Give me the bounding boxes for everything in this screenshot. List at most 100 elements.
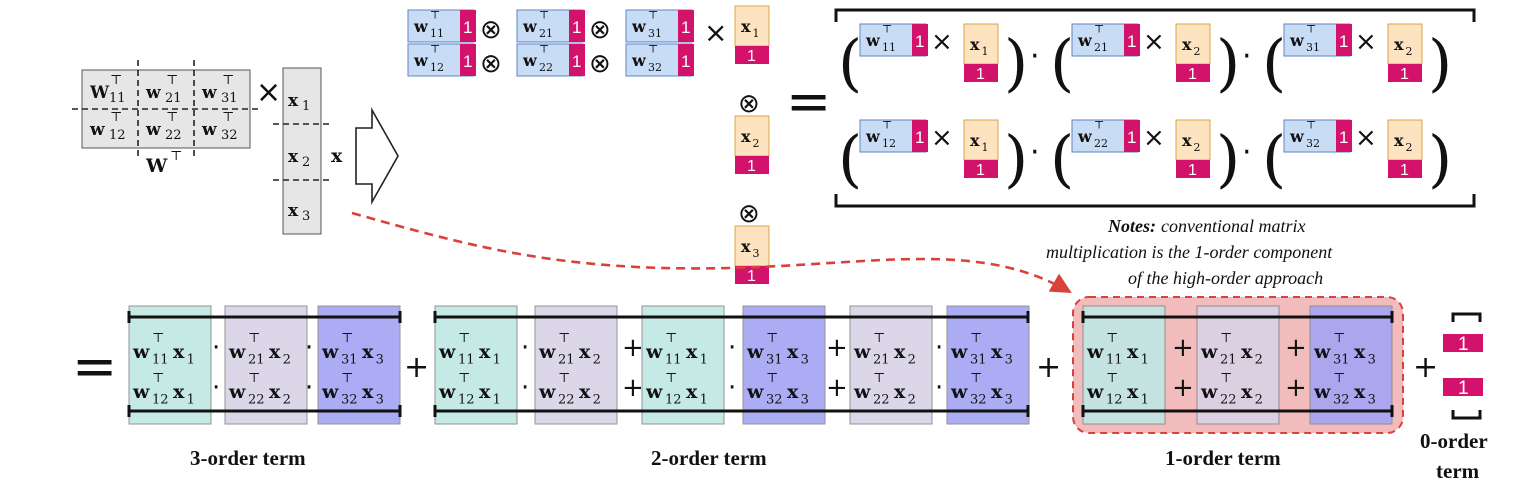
svg-text:x: x bbox=[686, 381, 698, 403]
zero-order-vector: 1 1 bbox=[1443, 312, 1483, 420]
svg-text:2: 2 bbox=[593, 393, 601, 408]
svg-text:11: 11 bbox=[665, 353, 682, 368]
plus-operator: + bbox=[1172, 373, 1194, 403]
svg-text:w: w bbox=[89, 120, 105, 140]
svg-text:1: 1 bbox=[463, 52, 472, 71]
svg-text:⊤: ⊤ bbox=[110, 73, 122, 88]
plus-operator: + bbox=[622, 373, 644, 403]
w31-symbol: w⊤31 bbox=[950, 331, 987, 368]
left-paren: ( bbox=[838, 26, 862, 99]
svg-text:⊤: ⊤ bbox=[1106, 331, 1118, 346]
svg-text:w: w bbox=[631, 51, 647, 70]
label-0-order-term: term bbox=[1436, 459, 1480, 483]
plus-operator: + bbox=[622, 333, 644, 363]
svg-text:⊤: ⊤ bbox=[1333, 371, 1345, 386]
label-1-order-term: 1-order term bbox=[1165, 446, 1281, 470]
svg-text:21: 21 bbox=[539, 27, 553, 40]
svg-text:⊤: ⊤ bbox=[1306, 22, 1316, 35]
notes-line3: of the high-order approach bbox=[1128, 268, 1323, 288]
w32-symbol: w⊤32 bbox=[950, 371, 987, 408]
svg-text:32: 32 bbox=[1306, 137, 1320, 150]
svg-text:w: w bbox=[1086, 381, 1104, 403]
svg-text:w: w bbox=[645, 341, 663, 363]
svg-text:x: x bbox=[1394, 35, 1404, 54]
w21-symbol: w⊤21 bbox=[538, 331, 575, 368]
svg-text:x: x bbox=[1241, 381, 1253, 403]
svg-text:12: 12 bbox=[152, 393, 169, 408]
svg-text:w: w bbox=[1086, 341, 1104, 363]
svg-text:22: 22 bbox=[1094, 137, 1108, 150]
svg-text:3: 3 bbox=[1005, 353, 1013, 368]
svg-text:w: w bbox=[1313, 341, 1331, 363]
svg-text:1: 1 bbox=[572, 18, 581, 37]
svg-text:w: w bbox=[438, 341, 456, 363]
svg-text:1: 1 bbox=[187, 353, 195, 368]
svg-text:x: x bbox=[579, 341, 591, 363]
notes-line1: Notes:conventional matrix bbox=[1107, 216, 1305, 236]
w31-symbol: w⊤31 bbox=[1289, 22, 1320, 53]
svg-text:⊤: ⊤ bbox=[248, 331, 260, 346]
svg-text:1: 1 bbox=[976, 66, 985, 83]
svg-text:⊤: ⊤ bbox=[1220, 331, 1232, 346]
svg-text:2: 2 bbox=[908, 353, 916, 368]
svg-text:⊤: ⊤ bbox=[1106, 371, 1118, 386]
svg-text:⊤: ⊤ bbox=[766, 371, 778, 386]
svg-text:x: x bbox=[362, 341, 374, 363]
svg-text:2: 2 bbox=[283, 393, 291, 408]
times-operator: × bbox=[256, 75, 281, 110]
times-operator: × bbox=[1143, 123, 1165, 153]
transform-arrow bbox=[355, 106, 399, 206]
svg-text:1: 1 bbox=[1339, 32, 1348, 51]
svg-text:⊤: ⊤ bbox=[539, 8, 549, 21]
right-paren: ) bbox=[1216, 26, 1240, 99]
svg-text:x: x bbox=[991, 341, 1003, 363]
svg-text:1: 1 bbox=[976, 162, 985, 179]
svg-text:1: 1 bbox=[1127, 32, 1136, 51]
svg-text:⊤: ⊤ bbox=[882, 118, 892, 131]
svg-text:3: 3 bbox=[801, 393, 809, 408]
svg-text:1: 1 bbox=[982, 45, 989, 58]
svg-text:w: w bbox=[538, 341, 556, 363]
svg-text:32: 32 bbox=[1333, 393, 1350, 408]
expansion-bracket bbox=[834, 8, 1476, 208]
svg-text:31: 31 bbox=[970, 353, 987, 368]
svg-text:x: x bbox=[970, 131, 980, 150]
w21-symbol: w⊤21 bbox=[228, 331, 265, 368]
svg-text:2: 2 bbox=[908, 393, 916, 408]
svg-text:x: x bbox=[479, 341, 491, 363]
svg-text:1: 1 bbox=[1188, 66, 1197, 83]
svg-text:22: 22 bbox=[539, 61, 553, 74]
svg-text:w: w bbox=[1313, 381, 1331, 403]
svg-text:⊤: ⊤ bbox=[648, 42, 658, 55]
svg-text:x: x bbox=[362, 381, 374, 403]
expansion-w31-box: w⊤31 1 bbox=[1283, 22, 1352, 57]
svg-text:x: x bbox=[173, 341, 185, 363]
svg-text:21: 21 bbox=[1220, 353, 1237, 368]
bottom-equals-operator: = bbox=[72, 335, 117, 398]
svg-text:⊤: ⊤ bbox=[1094, 118, 1104, 131]
left-paren: ( bbox=[1050, 26, 1074, 99]
svg-text:22: 22 bbox=[873, 393, 890, 408]
svg-text:⊤: ⊤ bbox=[248, 371, 260, 386]
svg-text:w: w bbox=[522, 51, 538, 70]
